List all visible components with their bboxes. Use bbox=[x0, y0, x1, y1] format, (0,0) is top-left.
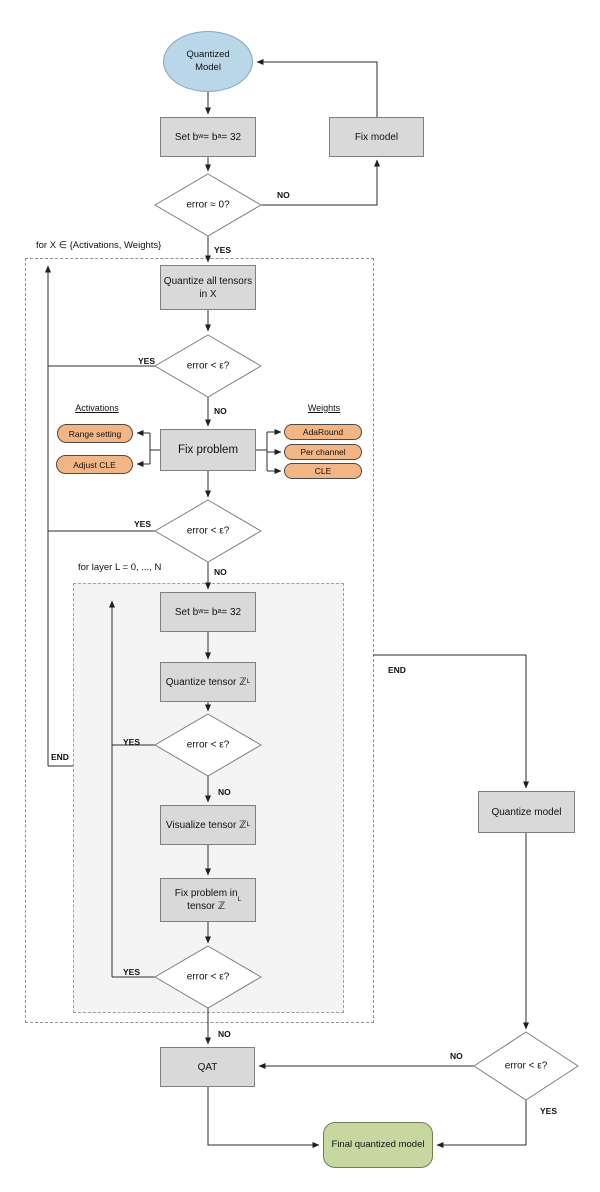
outer-loop-label: for X ∈ {Activations, Weights} bbox=[36, 240, 162, 251]
no-label-5: NO bbox=[218, 1029, 231, 1039]
weights-title: Weights bbox=[307, 403, 341, 413]
pill-adaround: AdaRound bbox=[284, 424, 362, 440]
fix-model-node: Fix model bbox=[329, 117, 424, 157]
end-label-left: END bbox=[51, 752, 69, 762]
yes-label-6: YES bbox=[540, 1106, 558, 1116]
decision-text-error-eps-5: error < ε? bbox=[504, 1060, 548, 1072]
decision-error-eps-4 bbox=[154, 945, 262, 1009]
decision-error-eps-1 bbox=[154, 334, 262, 398]
end-label-right: END bbox=[388, 665, 406, 675]
decision-text-error-eps-3: error < ε? bbox=[186, 739, 230, 751]
fix-problem-node: Fix problem bbox=[160, 429, 256, 471]
final-quantized-model-node: Final quantized model bbox=[323, 1122, 433, 1168]
no-label-1: NO bbox=[277, 190, 290, 200]
inner-loop-label: for layer L = 0, ..., N bbox=[78, 562, 162, 573]
yes-label-1: YES bbox=[214, 245, 232, 255]
decision-text-error-zero: error ≈ 0? bbox=[186, 199, 230, 211]
no-label-6: NO bbox=[450, 1051, 463, 1061]
pill-per-channel: Per channel bbox=[284, 444, 362, 460]
yes-label-5: YES bbox=[123, 967, 141, 977]
decision-text-error-eps-2: error < ε? bbox=[186, 525, 230, 537]
quantize-model-node: Quantize model bbox=[478, 791, 575, 833]
yes-label-2: YES bbox=[138, 356, 156, 366]
yes-label-3: YES bbox=[134, 519, 152, 529]
decision-text-error-eps-4: error < ε? bbox=[186, 971, 230, 983]
no-label-3: NO bbox=[214, 567, 227, 577]
decision-text-error-eps-1: error < ε? bbox=[186, 360, 230, 372]
no-label-2: NO bbox=[214, 406, 227, 416]
pill-range-setting: Range setting bbox=[57, 424, 133, 443]
start-node-quantized-model: Quantized Model bbox=[163, 31, 253, 92]
pill-adjust-cle: Adjust CLE bbox=[56, 455, 133, 474]
decision-error-eps-2 bbox=[154, 499, 262, 563]
activations-title: Activations bbox=[75, 403, 119, 413]
decision-error-eps-3 bbox=[154, 713, 262, 777]
no-label-4: NO bbox=[218, 787, 231, 797]
decision-error-eps-5 bbox=[473, 1031, 579, 1101]
outer-loop-box bbox=[25, 258, 374, 1023]
decision-error-zero bbox=[154, 173, 262, 237]
yes-label-4: YES bbox=[123, 737, 141, 747]
qat-node: QAT bbox=[160, 1047, 255, 1087]
pill-cle: CLE bbox=[284, 463, 362, 479]
